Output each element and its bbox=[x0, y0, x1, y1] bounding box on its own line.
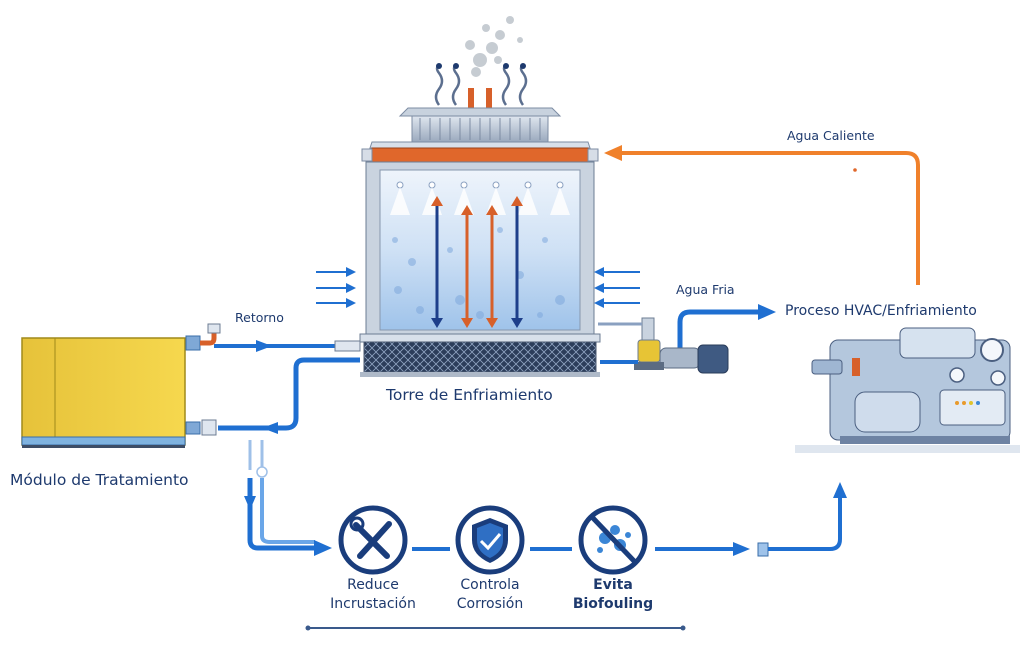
benefit-reduce-scaling: Reduce Incrustación bbox=[308, 576, 438, 614]
benefit-subtitle: Biofouling bbox=[572, 596, 654, 612]
cooling-tower-label: Torre de Enfriamiento bbox=[386, 386, 553, 404]
hot-water-label: Agua Caliente bbox=[787, 128, 875, 143]
return-line bbox=[214, 340, 361, 352]
benefit-control-corrosion: Controla Corrosión bbox=[425, 576, 555, 614]
bottom-divider bbox=[305, 625, 686, 631]
benefit-title: Evita bbox=[593, 577, 633, 593]
cooling-tower bbox=[359, 16, 601, 377]
pump-icon bbox=[598, 317, 729, 374]
hot-water-line bbox=[604, 145, 920, 285]
hvac-chiller bbox=[795, 327, 1020, 453]
vapor-lines-icon bbox=[434, 64, 528, 106]
basin-to-module-line bbox=[218, 357, 360, 431]
air-inlet-arrows-right bbox=[594, 267, 640, 308]
benefit-prevent-biofouling: Evita Biofouling bbox=[548, 576, 678, 614]
side-stream-line bbox=[244, 440, 332, 556]
benefit-subtitle: Corrosión bbox=[456, 596, 524, 612]
benefit-title: Controla bbox=[460, 577, 520, 593]
cold-water-line bbox=[677, 304, 776, 350]
filter-fitting-icon bbox=[757, 542, 769, 557]
benefit-title: Reduce bbox=[347, 577, 399, 593]
treatment-module-label: Módulo de Tratamiento bbox=[10, 471, 189, 489]
shield-check-icon bbox=[455, 505, 525, 575]
wrench-screwdriver-icon bbox=[338, 505, 408, 575]
treatment-module bbox=[21, 323, 221, 448]
return-label: Retorno bbox=[235, 310, 284, 325]
benefit-subtitle: Incrustación bbox=[330, 596, 416, 612]
air-inlet-arrows-left bbox=[316, 267, 356, 308]
no-bacteria-icon bbox=[578, 505, 648, 575]
hvac-process-label: Proceso HVAC/Enfriamiento bbox=[785, 303, 977, 319]
cold-water-label: Agua Fria bbox=[676, 282, 735, 297]
steam-icon bbox=[465, 16, 523, 77]
